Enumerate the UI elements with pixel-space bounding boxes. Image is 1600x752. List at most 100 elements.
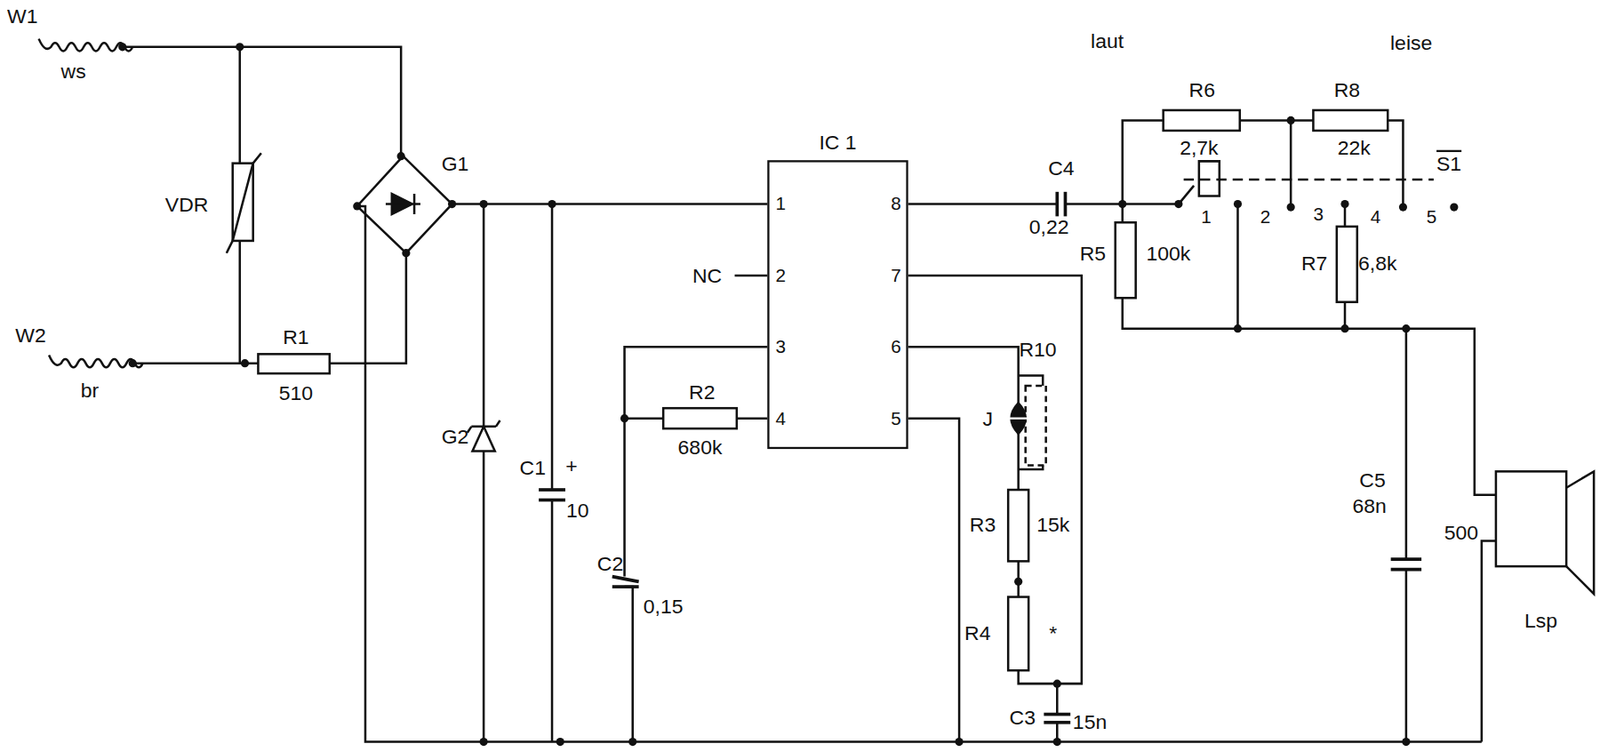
part-name: R6 — [1187, 80, 1216, 101]
pin-number: 4 — [774, 408, 787, 428]
part-name: R2 — [688, 381, 717, 402]
junction-dot — [1053, 737, 1062, 746]
part-value: 0,15 — [642, 595, 685, 616]
switch-contact: 5 — [1425, 208, 1439, 227]
wire — [1016, 433, 1020, 490]
pin-name: NC — [691, 264, 723, 286]
capacitor-plate — [1391, 568, 1422, 572]
zener-symbol — [467, 420, 501, 451]
wire — [908, 275, 1082, 684]
capacitor-plate — [612, 584, 640, 589]
switch-contact: 1 — [1200, 208, 1213, 227]
diode-symbol — [385, 193, 421, 215]
junction-dot — [240, 359, 249, 368]
wire — [329, 253, 407, 364]
capacitor-plate — [1043, 712, 1071, 717]
wire — [122, 47, 401, 157]
pin-number: 8 — [889, 194, 903, 214]
wire-colour: br — [80, 379, 101, 400]
resistor-symbol — [1008, 489, 1029, 561]
wire — [1387, 120, 1403, 208]
wire — [239, 240, 242, 364]
resistor-symbol — [1025, 385, 1047, 466]
part-name: Lsp — [1523, 609, 1559, 631]
switch-contact: 3 — [1312, 205, 1325, 224]
wire — [1236, 204, 1240, 329]
part-name: R3 — [968, 514, 998, 536]
pin-number: 5 — [889, 408, 903, 428]
part-value: 100k — [1144, 242, 1192, 264]
switch-position: laut — [1089, 30, 1125, 51]
junction-dot — [1053, 680, 1062, 688]
terminal-lead — [48, 354, 144, 368]
wire — [736, 416, 768, 420]
resistor-symbol — [1336, 226, 1358, 303]
junction-dot — [1118, 200, 1127, 208]
capacitor-plate — [1391, 557, 1422, 561]
polarity-mark: + — [564, 455, 579, 476]
resistor-symbol — [1312, 110, 1388, 131]
pin-number: 6 — [889, 337, 903, 357]
wire — [735, 274, 768, 278]
wire — [482, 450, 486, 742]
wire — [908, 202, 1058, 206]
wire — [132, 361, 258, 365]
speaker-cone — [1566, 471, 1594, 594]
part-value: 510 — [278, 382, 315, 403]
junction-dot — [954, 737, 963, 746]
part-name: C5 — [1358, 469, 1387, 490]
switch-contact: 2 — [1259, 208, 1272, 227]
junction-dot — [1287, 202, 1296, 211]
capacitor-plate — [1055, 192, 1059, 217]
part-value: 2,7k — [1178, 137, 1220, 159]
pin-number: 2 — [774, 266, 787, 286]
pin-number: 3 — [774, 337, 787, 357]
part-name: J — [981, 408, 994, 429]
switch-contact: 4 — [1369, 208, 1383, 227]
wire — [1405, 569, 1408, 743]
junction-dot — [1399, 202, 1408, 211]
junction-dot — [1014, 577, 1023, 586]
part-name: S1 — [1435, 152, 1463, 174]
wire — [452, 202, 768, 206]
capacitor-plate — [1043, 720, 1071, 725]
junction-dot — [556, 737, 565, 746]
junction-dot — [620, 414, 629, 423]
speaker-symbol — [1496, 471, 1567, 567]
part-value: 22k — [1336, 137, 1372, 159]
junction-dot — [1287, 116, 1296, 125]
resistor-symbol — [1163, 110, 1240, 131]
terminal-label: W1 — [6, 6, 40, 27]
wire — [551, 500, 554, 743]
resistor-symbol — [1115, 222, 1136, 298]
part-value: 10 — [565, 500, 591, 521]
junction-dot — [128, 359, 137, 368]
junction-dot — [401, 248, 410, 257]
part-name: C1 — [518, 456, 547, 478]
part-value: 15n — [1072, 711, 1109, 732]
resistor-symbol — [663, 408, 737, 429]
part-name: IC 1 — [767, 131, 908, 160]
part-name: R10 — [1017, 338, 1057, 360]
junction-dot — [352, 201, 361, 210]
junction-dot — [480, 200, 488, 208]
wire — [908, 346, 1019, 403]
wire — [624, 346, 768, 576]
capacitor-plate — [612, 576, 640, 583]
wire — [551, 204, 554, 490]
wire — [482, 204, 486, 427]
junction-dot — [448, 200, 456, 208]
wire — [1481, 540, 1496, 742]
wire — [357, 206, 1482, 743]
resistor-symbol — [257, 353, 329, 374]
bridge-rectifier — [357, 156, 453, 254]
wire — [1122, 297, 1496, 496]
part-value: 6,8k — [1357, 253, 1399, 274]
resistor-symbol — [1008, 597, 1029, 672]
wire — [1122, 120, 1164, 204]
ic-body — [767, 160, 908, 449]
terminal-label: W2 — [14, 324, 48, 345]
part-name: R8 — [1332, 80, 1361, 101]
wire — [1405, 328, 1408, 560]
